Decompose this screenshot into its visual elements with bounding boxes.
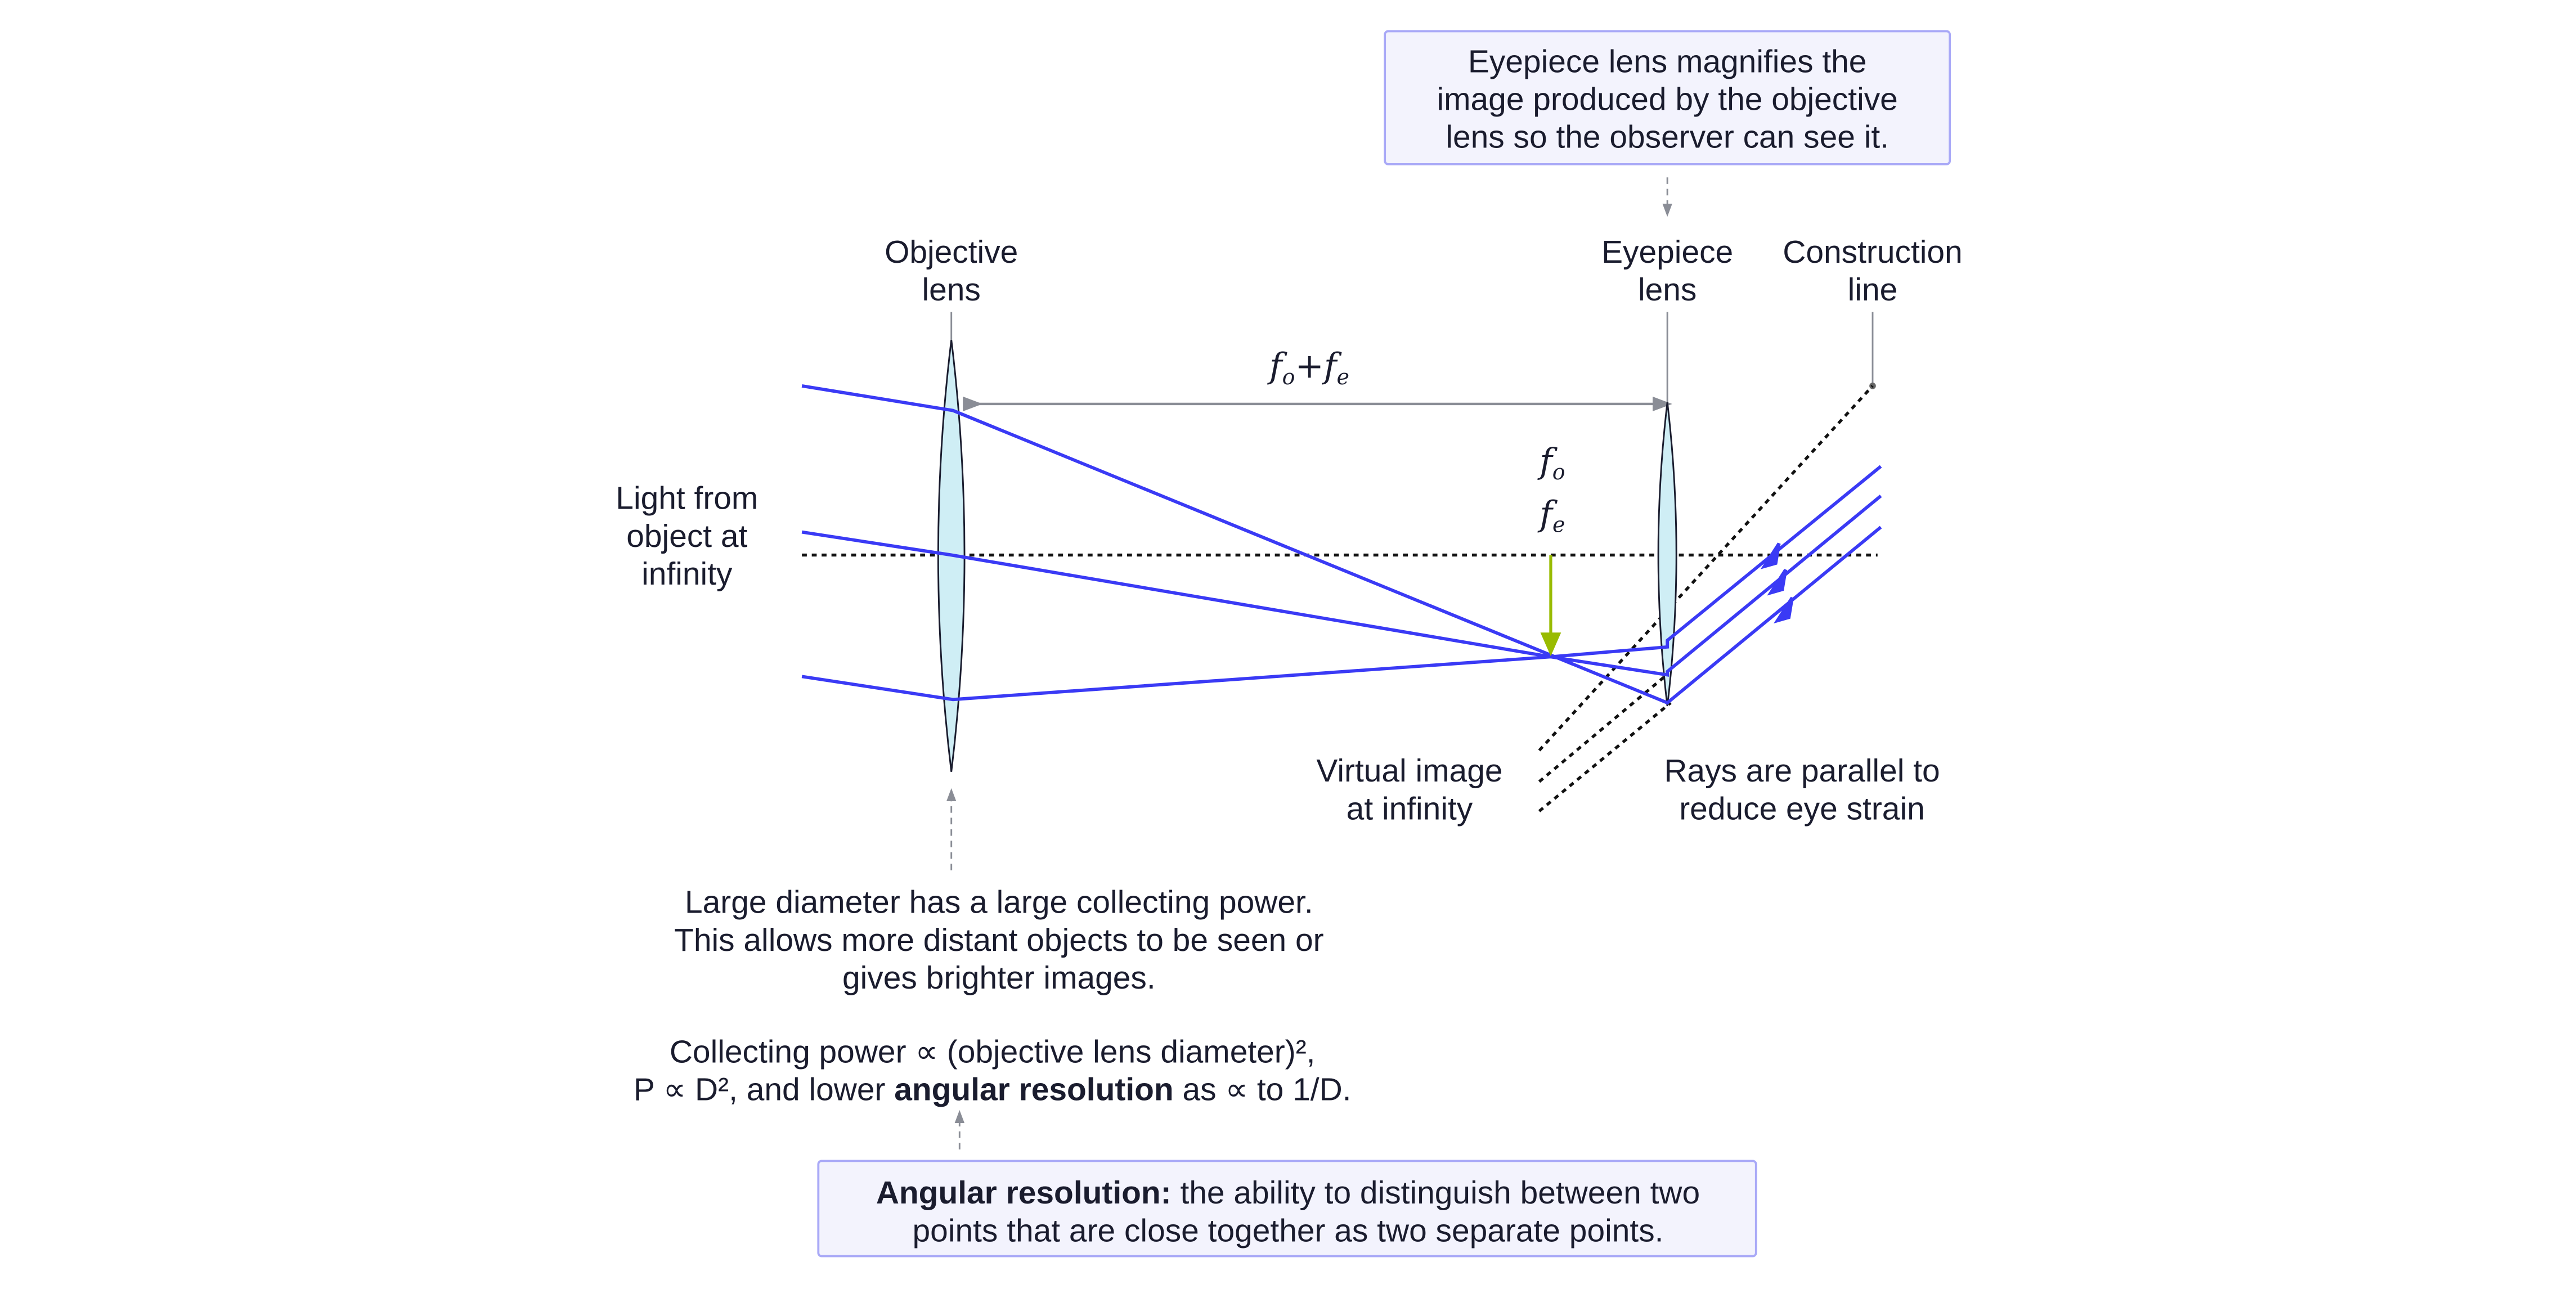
construction-line <box>1538 385 1874 752</box>
construction-line <box>1538 670 1672 783</box>
eyepiece-note-line: Eyepiece lens magnifies the <box>1468 43 1867 79</box>
eyepiece-note-line: lens so the observer can see it. <box>1446 119 1889 155</box>
ray-arrow-icon <box>1760 542 1781 569</box>
ray-arrow-icon <box>1774 596 1794 624</box>
fo-label: fo <box>1537 442 1565 485</box>
angular-resolution-box: Angular resolution: the ability to disti… <box>817 1160 1757 1257</box>
light-ray-bottom <box>801 465 1882 702</box>
fe-label: fe <box>1537 494 1565 537</box>
construction-line <box>1538 702 1672 812</box>
light-ray-top <box>801 384 1882 705</box>
eyepiece-lens <box>1657 402 1677 707</box>
collecting-power-text: Large diameter has a large collecting po… <box>674 884 1324 996</box>
collecting-formula-1: Collecting power ∝ (objective lens diame… <box>670 1034 1316 1070</box>
focal-sum-label: fo+fe <box>1267 346 1349 389</box>
svg-text:Angular resolution: the abilit: Angular resolution: the ability to disti… <box>876 1175 1700 1211</box>
eyepiece-note-line: image produced by the objective <box>1437 82 1897 118</box>
ray-arrow-icon <box>1767 569 1788 596</box>
light-ray-middle <box>801 495 1882 677</box>
collecting-formula-2: P ∝ D², and lower angular resolution as … <box>634 1071 1352 1107</box>
svg-text:points that are close together: points that are close together as two se… <box>913 1212 1664 1248</box>
